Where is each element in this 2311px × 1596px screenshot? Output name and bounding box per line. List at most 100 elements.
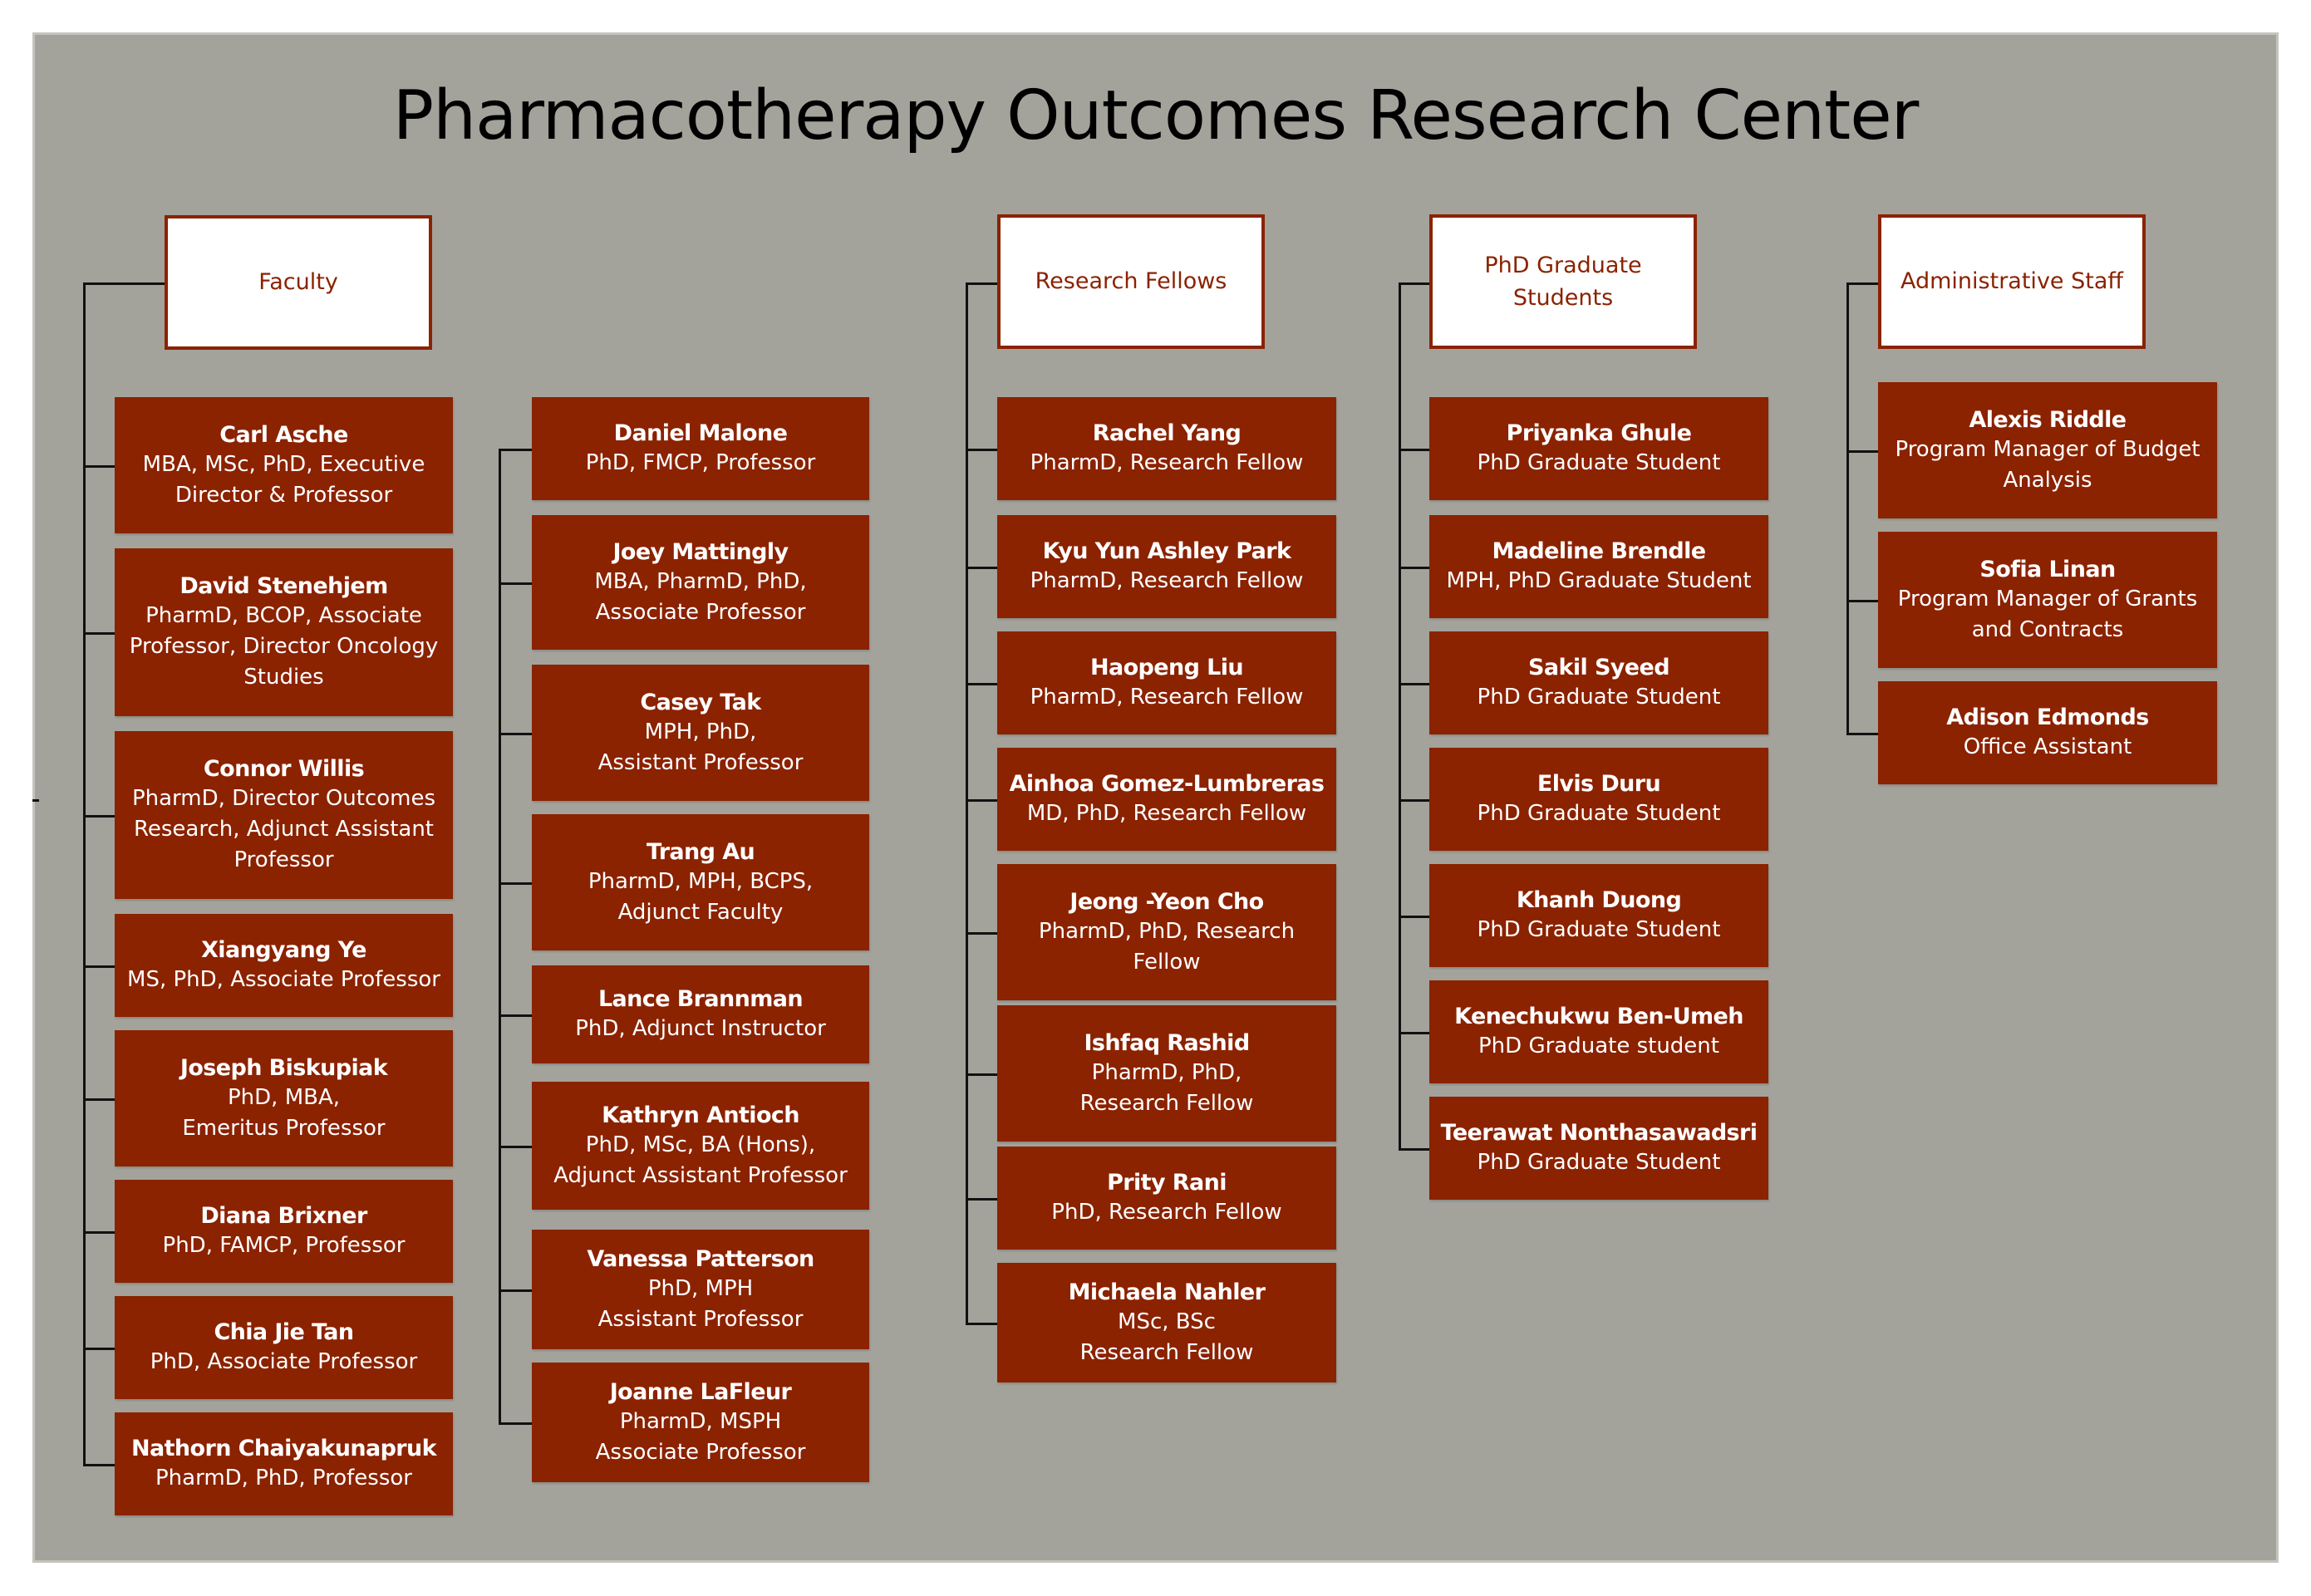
member-credentials: MSc, BSc bbox=[1118, 1309, 1216, 1334]
member-credentials: Associate Professor bbox=[595, 599, 806, 625]
member-name: Ishfaq Rashid bbox=[1084, 1029, 1250, 1056]
connector-line bbox=[499, 1146, 532, 1148]
member-credentials: MS, PhD, Associate Professor bbox=[127, 967, 440, 993]
member-name: Joseph Biskupiak bbox=[179, 1054, 388, 1081]
member-name: Xiangyang Ye bbox=[201, 937, 366, 963]
member-name: Trang Au bbox=[646, 838, 755, 865]
member-credentials: PharmD, BCOP, Associate bbox=[145, 603, 422, 629]
member-name: Connor Willis bbox=[203, 756, 365, 783]
member-credentials: Emeritus Professor bbox=[182, 1115, 386, 1141]
connector-line bbox=[966, 932, 997, 935]
chart-title: Pharmacotherapy Outcomes Research Center bbox=[392, 76, 1920, 155]
connector-line bbox=[83, 1098, 115, 1101]
member-name: Priyanka Ghule bbox=[1506, 420, 1692, 446]
member-name: Diana Brixner bbox=[200, 1203, 367, 1229]
connector-line bbox=[1846, 733, 1878, 735]
member-name: Joey Mattingly bbox=[612, 538, 789, 565]
member-credentials: PhD, FAMCP, Professor bbox=[162, 1233, 406, 1259]
member-name: Jeong -Yeon Cho bbox=[1069, 888, 1264, 915]
member-credentials: MPH, PhD, bbox=[644, 719, 757, 744]
member-credentials: PhD Graduate Student bbox=[1477, 450, 1721, 476]
connector-line bbox=[83, 965, 115, 968]
member-name: Daniel Malone bbox=[613, 420, 788, 446]
member-credentials: Assistant Professor bbox=[597, 1306, 804, 1332]
faculty-header-label: Faculty bbox=[258, 269, 338, 296]
member-credentials: Associate Professor bbox=[595, 1439, 806, 1465]
member-credentials: and Contracts bbox=[1971, 616, 2124, 642]
member-credentials: MBA, PharmD, PhD, bbox=[594, 568, 807, 594]
member-name: Michaela Nahler bbox=[1068, 1279, 1266, 1305]
member-credentials: PhD, Associate Professor bbox=[150, 1349, 418, 1375]
faculty-a-card: Xiangyang Ye MS, PhD, Associate Professor bbox=[115, 914, 453, 1017]
member-name: Adison Edmonds bbox=[1946, 705, 2149, 730]
member-credentials: Assistant Professor bbox=[597, 749, 804, 775]
connector-line bbox=[499, 449, 501, 1425]
connector-line bbox=[83, 1348, 115, 1350]
connector-line bbox=[1399, 799, 1429, 802]
member-credentials: PhD Graduate student bbox=[1478, 1034, 1719, 1059]
connector-line bbox=[1399, 916, 1429, 918]
member-name: Lance Brannman bbox=[597, 986, 804, 1012]
connector-line bbox=[499, 733, 532, 735]
connector-line bbox=[966, 799, 997, 802]
connector-line bbox=[499, 449, 532, 451]
connector-line bbox=[1846, 282, 1878, 285]
member-credentials: PhD, Adjunct Instructor bbox=[575, 1016, 826, 1042]
member-name: David Stenehjem bbox=[179, 573, 388, 600]
member-name: Sakil Syeed bbox=[1528, 655, 1670, 680]
connector-line bbox=[1399, 282, 1429, 285]
member-credentials: Fellow bbox=[1133, 949, 1201, 975]
member-credentials: Program Manager of Grants bbox=[1897, 586, 2198, 611]
member-credentials: PhD Graduate Student bbox=[1477, 801, 1721, 827]
member-name: Vanessa Patterson bbox=[587, 1245, 814, 1272]
member-name: Rachel Yang bbox=[1092, 420, 1242, 446]
connector-line bbox=[499, 582, 532, 585]
member-name: Elvis Duru bbox=[1537, 771, 1661, 797]
connector-line bbox=[83, 1464, 115, 1466]
connector-line bbox=[83, 282, 165, 285]
connector-line bbox=[499, 1289, 532, 1292]
member-credentials: PhD Graduate Student bbox=[1477, 917, 1721, 943]
faculty-header: Faculty bbox=[165, 215, 432, 350]
member-name: Nathorn Chaiyakunapruk bbox=[130, 1436, 437, 1461]
connector-line bbox=[1399, 683, 1429, 685]
connector-line bbox=[966, 1198, 997, 1201]
member-credentials: Professor, Director Oncology bbox=[129, 634, 439, 660]
connector-line bbox=[966, 1073, 997, 1076]
member-name: Haopeng Liu bbox=[1089, 655, 1244, 680]
member-credentials: PhD Graduate Student bbox=[1477, 1150, 1721, 1176]
connector-line bbox=[1399, 1032, 1429, 1034]
connector-line bbox=[966, 282, 997, 285]
member-credentials: PhD, MPH bbox=[647, 1275, 754, 1301]
member-credentials: Adjunct Faculty bbox=[617, 899, 784, 925]
member-credentials: PhD Graduate Student bbox=[1477, 685, 1721, 710]
member-credentials: MBA, MSc, PhD, Executive bbox=[142, 451, 425, 477]
connector-line bbox=[1846, 600, 1878, 602]
connector-line bbox=[966, 1323, 997, 1325]
connector-line bbox=[32, 799, 39, 802]
member-credentials: PharmD, Research Fellow bbox=[1030, 568, 1304, 594]
member-credentials: Studies bbox=[243, 665, 324, 690]
member-credentials: PharmD, MSPH bbox=[619, 1408, 782, 1434]
connector-line bbox=[1399, 1148, 1429, 1151]
member-credentials: Research Fellow bbox=[1079, 1090, 1254, 1116]
connector-line bbox=[1846, 450, 1878, 453]
member-credentials: Adjunct Assistant Professor bbox=[553, 1162, 848, 1188]
member-name: Joanne LaFleur bbox=[609, 1378, 792, 1405]
member-credentials: Program Manager of Budget bbox=[1895, 436, 2200, 462]
